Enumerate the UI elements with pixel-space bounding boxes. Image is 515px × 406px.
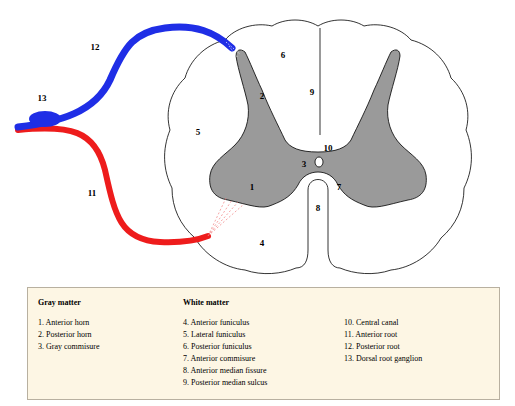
- table-entry: 2. Posterior horn: [38, 330, 92, 340]
- table-entry: 5. Lateral funiculus: [183, 330, 245, 340]
- callout-number: 2: [260, 91, 265, 101]
- root-fibers: [226, 42, 240, 58]
- anterior-root: [18, 128, 208, 242]
- table-entry: 3. Gray commisure: [38, 342, 100, 352]
- table-entry: 10. Central canal: [344, 318, 398, 328]
- table-entry: 12. Posterior root: [344, 342, 400, 352]
- callout-number: 12: [91, 42, 100, 52]
- callout-number: 7: [337, 182, 342, 192]
- callout-number: 4: [260, 238, 265, 248]
- median-sulcus-line: [320, 28, 321, 135]
- table-entry: 8. Anterior median fissure: [183, 366, 267, 376]
- table-entry: 9. Posterior median sulcus: [183, 378, 267, 388]
- table-entry: 11. Anterior root: [344, 330, 397, 340]
- gray-matter: [210, 50, 427, 207]
- callout-number: 8: [316, 203, 321, 213]
- table-entry: 7. Anterior commisure: [183, 354, 255, 364]
- table-entry: 13. Dorsal root ganglion: [344, 354, 422, 364]
- callout-number: 9: [310, 87, 315, 97]
- posterior-root: [18, 27, 232, 127]
- legend-table-box: Gray matter 1. Anterior horn 2. Posterior …: [27, 287, 500, 400]
- callout-number: 13: [38, 93, 47, 103]
- table-heading: White matter: [183, 298, 229, 308]
- callout-number: 1: [250, 182, 255, 192]
- table-entry: 4. Anterior funiculus: [183, 318, 249, 328]
- callout-number: 5: [196, 127, 201, 137]
- table-entry: 1. Anterior horn: [38, 318, 89, 328]
- callout-number: 10: [324, 143, 333, 153]
- callout-number: 6: [281, 50, 286, 60]
- callout-number: 3: [302, 159, 307, 169]
- root-fibers: [208, 198, 244, 236]
- dorsal-root-ganglion: [29, 111, 61, 127]
- callout-number: 11: [88, 188, 97, 198]
- table-entry: 6. Posterior funiculus: [183, 342, 252, 352]
- central-canal: [315, 157, 323, 167]
- table-heading: Gray matter: [38, 298, 81, 308]
